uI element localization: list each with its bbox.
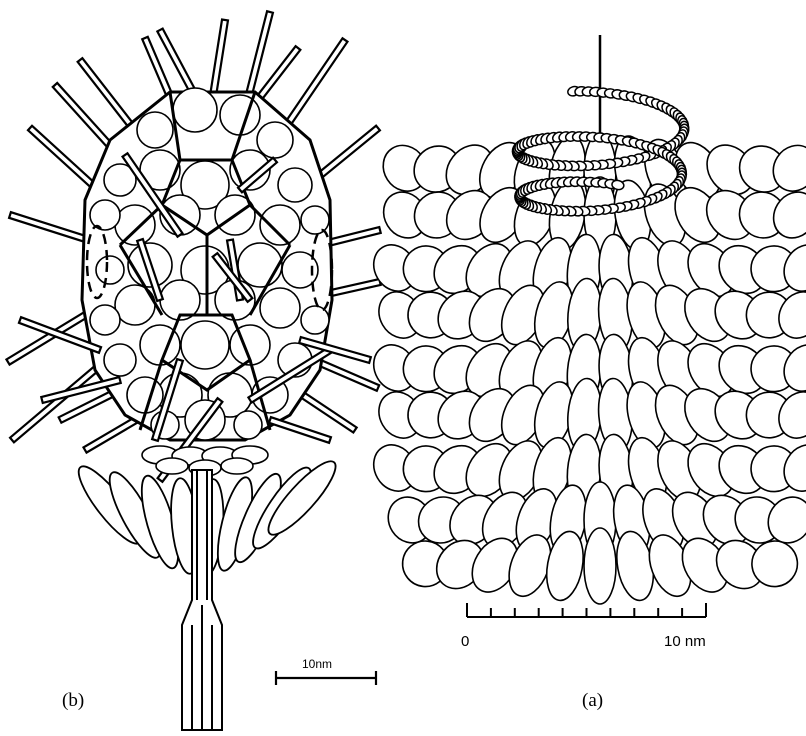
capsomere: [127, 377, 163, 413]
capsomere: [278, 168, 312, 202]
capsomere: [115, 205, 155, 245]
capsomere: [220, 95, 260, 135]
capsomere: [137, 112, 173, 148]
subunit: [542, 528, 589, 603]
panel-b-virion-drawing: [6, 11, 380, 730]
capsomere: [181, 321, 229, 369]
capsomere: [96, 256, 124, 284]
protein-subunits: [365, 133, 806, 604]
panel-a-helical-assembly: [365, 35, 806, 604]
capsomere: [104, 344, 136, 376]
subunit: [584, 528, 616, 604]
capsomere: [257, 122, 293, 158]
panel-a-scale-end: 10 nm: [664, 633, 706, 650]
capsomere: [260, 205, 300, 245]
capsomere: [238, 243, 282, 287]
capsomere: [301, 206, 329, 234]
panel-b-label: (b): [62, 690, 84, 711]
panel-a-scale-start: 0: [461, 633, 469, 650]
capsomere: [90, 305, 120, 335]
panel-b-scale-bar: [276, 671, 376, 685]
panel-b-scale-label: 10nm: [302, 657, 332, 671]
panel-a-label: (a): [582, 690, 603, 711]
capsomere: [234, 411, 262, 439]
panel-a-scale-bar: [467, 603, 706, 617]
spike: [269, 417, 331, 443]
capsomere: [90, 200, 120, 230]
capsomere: [301, 306, 329, 334]
capsomere: [173, 88, 217, 132]
capsomere: [260, 288, 300, 328]
